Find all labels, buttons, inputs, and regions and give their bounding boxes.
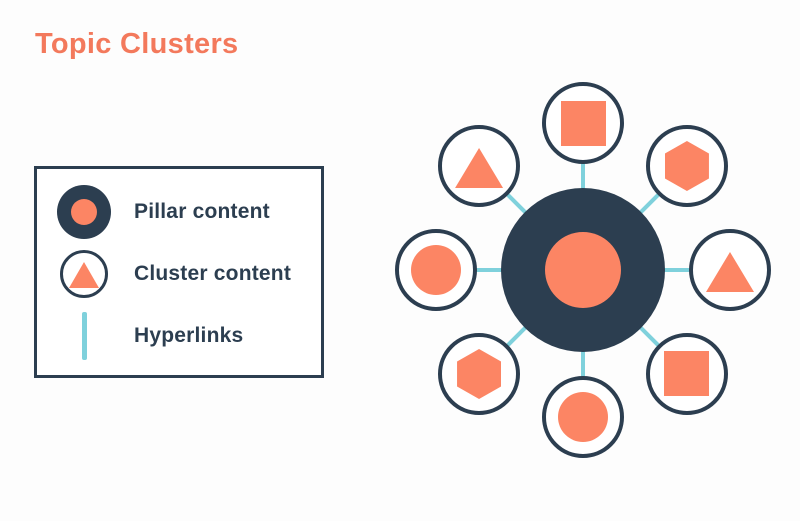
legend-label-hyperlinks: Hyperlinks bbox=[134, 324, 244, 347]
circle-shape-icon bbox=[411, 245, 461, 295]
legend-label-cluster-content: Cluster content bbox=[134, 262, 292, 285]
pillar-core-circle-icon bbox=[545, 232, 621, 308]
legend-item-pillar-content: Pillar content bbox=[53, 181, 313, 243]
cluster-content-icon bbox=[53, 250, 115, 298]
hexagon-shape-icon bbox=[664, 141, 709, 192]
legend-item-cluster-content: Cluster content bbox=[53, 243, 313, 305]
hyperlink-line-icon bbox=[53, 312, 115, 360]
pillar-content-hub bbox=[501, 188, 665, 352]
legend-box: Pillar content Cluster content Hyperlink… bbox=[34, 166, 324, 378]
hexagon-shape-icon bbox=[457, 348, 502, 399]
satellite-top bbox=[542, 82, 624, 164]
satellite-top-left bbox=[438, 125, 521, 208]
satellite-left bbox=[395, 229, 477, 311]
circle-shape-icon bbox=[558, 392, 608, 442]
satellite-bottom-left bbox=[438, 332, 521, 415]
triangle-shape-icon bbox=[455, 148, 504, 189]
satellite-bottom-right bbox=[645, 332, 728, 415]
square-shape-icon bbox=[560, 100, 606, 146]
triangle-shape-icon bbox=[706, 252, 754, 292]
legend-label-pillar-content: Pillar content bbox=[134, 200, 270, 223]
legend-item-hyperlinks: Hyperlinks bbox=[53, 305, 313, 367]
square-shape-icon bbox=[664, 351, 710, 397]
pillar-content-icon bbox=[53, 185, 115, 239]
satellite-right bbox=[689, 229, 771, 311]
satellite-bottom bbox=[542, 376, 624, 458]
page-title: Topic Clusters bbox=[35, 28, 239, 60]
satellite-top-right bbox=[645, 125, 728, 208]
